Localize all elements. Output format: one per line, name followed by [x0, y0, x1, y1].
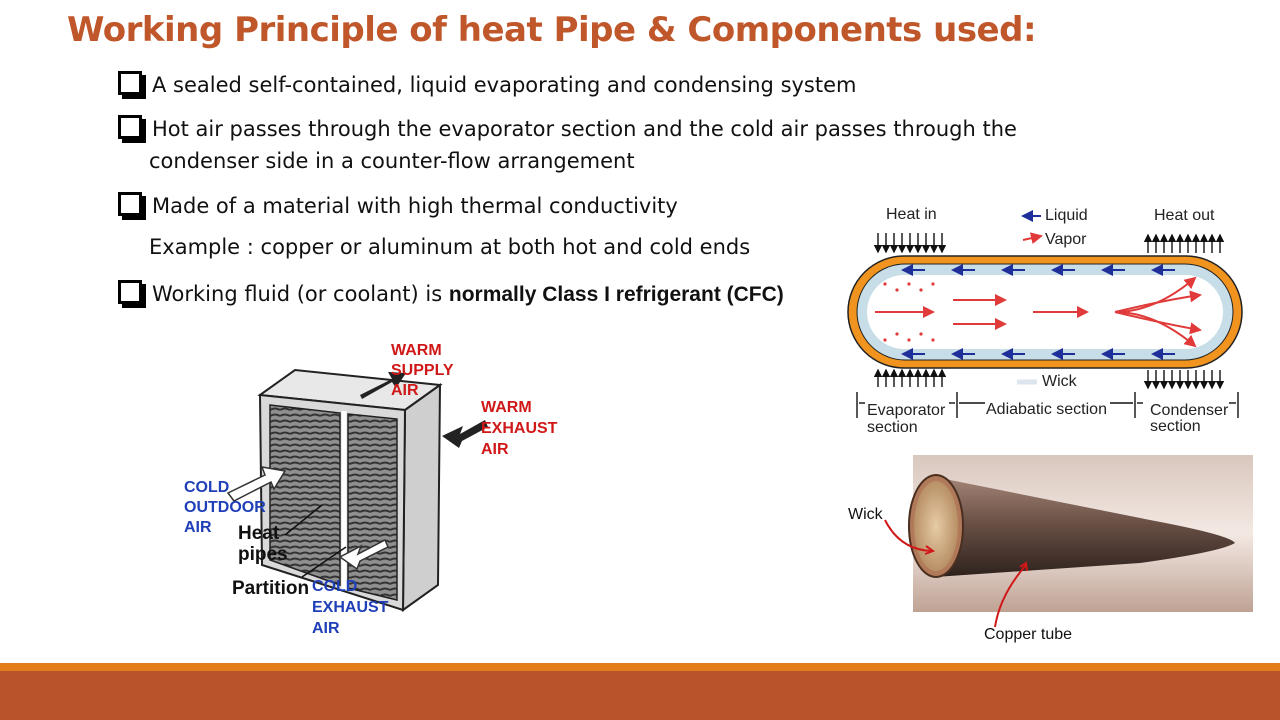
bullet-item: Hot air passes through the evaporator se…	[118, 115, 1017, 141]
copper-tube-photo: Wick Copper tube	[840, 455, 1260, 655]
adiabatic-section-label: Adiabatic section	[986, 401, 1107, 419]
checkbox-bullet-icon	[118, 115, 142, 139]
copper-tube-label: Copper tube	[984, 626, 1072, 644]
copper-tube-drawing	[840, 455, 1260, 655]
slide-title: Working Principle of heat Pipe & Compone…	[67, 10, 1036, 50]
cold-exhaust-air-label: COLD EXHAUST AIR	[312, 576, 388, 639]
checkbox-bullet-icon	[118, 71, 142, 95]
bullet-example: Example : copper or aluminum at both hot…	[149, 235, 750, 259]
legend-vapor-label: Vapor	[1045, 231, 1087, 249]
evaporator-section-label: Evaporator section	[867, 402, 945, 436]
legend-wick-label: Wick	[1042, 373, 1077, 391]
bullet-bold-text: normally Class I refrigerant (CFC)	[449, 283, 784, 306]
heat-pipes-label: Heat pipes	[238, 523, 288, 565]
bullet-item: Made of a material with high thermal con…	[118, 192, 678, 218]
bullet-text: A sealed self-contained, liquid evaporat…	[152, 73, 856, 97]
warm-supply-air-label: WARM SUPPLY AIR	[391, 341, 454, 401]
heat-in-label: Heat in	[886, 206, 937, 224]
wick-label: Wick	[848, 506, 883, 524]
bullet-text: Made of a material with high thermal con…	[152, 194, 678, 218]
condenser-section-label: Condenser section	[1150, 403, 1228, 435]
checkbox-bullet-icon	[118, 280, 142, 304]
footer-bar	[0, 671, 1280, 720]
footer-accent-stripe	[0, 663, 1280, 671]
checkbox-bullet-icon	[118, 192, 142, 216]
bullet-continuation: condenser side in a counter-flow arrange…	[149, 149, 635, 173]
heat-exchanger-figure: WARM SUPPLY AIR WARM EXHAUST AIR COLD OU…	[170, 335, 570, 645]
heat-out-label: Heat out	[1154, 207, 1214, 225]
bullet-text: Working fluid (or coolant) is	[152, 282, 449, 306]
bullet-item: A sealed self-contained, liquid evaporat…	[118, 71, 856, 97]
heat-pipe-diagram: Heat in Heat out Liquid Vapor Wick Evapo…	[845, 200, 1245, 445]
legend-vapor-icon	[1023, 236, 1041, 240]
partition-label: Partition	[232, 578, 309, 600]
legend-liquid-label: Liquid	[1045, 207, 1088, 225]
bullet-item: Working fluid (or coolant) is normally C…	[118, 280, 784, 307]
bullet-text: Hot air passes through the evaporator se…	[152, 117, 1017, 141]
warm-exhaust-air-label: WARM EXHAUST AIR	[481, 397, 557, 460]
